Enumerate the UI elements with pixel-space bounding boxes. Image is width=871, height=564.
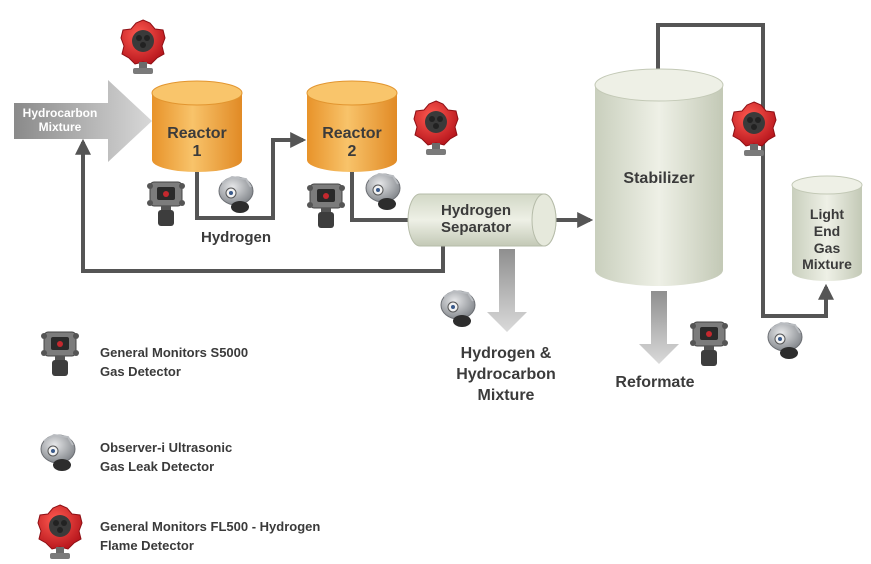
pipe-recycle-loop xyxy=(75,138,445,273)
reactor-1-label: Reactor 1 xyxy=(157,125,237,162)
light-end-tank xyxy=(791,175,863,281)
light-end-label-line1: Light xyxy=(809,206,845,222)
ultrasonic-detector-icon xyxy=(767,322,803,360)
legend-fl500-line1: General Monitors FL500 - Hydrogen xyxy=(100,519,321,534)
output-arrow-hydrocarbon xyxy=(487,249,527,332)
light-end-label-line3: Gas xyxy=(813,239,841,256)
pipe-reactor1-to-reactor2 xyxy=(195,132,307,220)
reformate-label: Reformate xyxy=(615,374,695,391)
stabilizer-label: Stabilizer xyxy=(623,170,695,187)
gas-detector-icon xyxy=(689,321,729,367)
output-arrow-reformate xyxy=(639,291,679,364)
reactor-2-label: Reactor 2 xyxy=(312,125,392,162)
legend-observer-line1: Observer-i Ultrasonic xyxy=(100,440,233,455)
legend-flame-detector-icon xyxy=(37,504,83,560)
legend-observer-line2: Gas Leak Detector xyxy=(100,458,215,474)
reactor-1 xyxy=(151,80,243,172)
legend-item-s5000: General Monitors S5000 Gas Detector xyxy=(100,344,248,382)
reactor-1-label-line2: 1 xyxy=(192,143,202,161)
light-end-label-line2: End xyxy=(813,222,841,239)
legend-item-observer: Observer-i Ultrasonic Gas Leak Detector xyxy=(100,439,232,477)
separator-label-line2: Separator xyxy=(440,219,512,237)
reactor-2 xyxy=(306,80,398,172)
legend-s5000-line2: Gas Detector xyxy=(100,363,181,379)
legend-ultrasonic-detector-icon xyxy=(40,434,76,472)
ultrasonic-detector-icon xyxy=(365,173,401,211)
reactor-2-label-line2: 2 xyxy=(347,143,357,161)
input-label: Hydrocarbon Mixture xyxy=(22,106,98,134)
reactor-2-label-line1: Reactor xyxy=(322,125,382,142)
gas-detector-icon xyxy=(306,183,346,229)
light-end-label-line4: Mixture xyxy=(802,256,852,273)
flame-detector-icon xyxy=(413,100,459,156)
gas-detector-icon xyxy=(146,181,186,227)
light-end-label: Light End Gas Mixture xyxy=(792,206,862,273)
legend-gas-detector-icon xyxy=(40,331,80,377)
stabilizer-vessel xyxy=(594,68,724,286)
pipe-stabilizer-overhead xyxy=(656,23,834,318)
flame-detector-icon xyxy=(120,19,166,75)
legend-s5000-line1: General Monitors S5000 xyxy=(100,345,249,360)
hydrogen-label: Hydrogen xyxy=(200,229,271,246)
ultrasonic-detector-icon xyxy=(218,176,254,214)
separator-label: Hydrogen Separator xyxy=(420,202,532,237)
hc-mixture-label-line1: Hydrogen & xyxy=(460,345,552,362)
hc-mixture-label-line2: Hydrocarbon xyxy=(456,365,556,383)
reactor-1-label-line1: Reactor xyxy=(167,125,227,142)
hydrogen-separator xyxy=(407,193,557,247)
flame-detector-icon xyxy=(731,101,777,157)
hc-mixture-label: Hydrogen & Hydrocarbon Mixture xyxy=(436,344,576,406)
separator-label-line1: Hydrogen xyxy=(440,202,511,219)
hc-mixture-label-line3: Mixture xyxy=(477,386,535,404)
input-arrow xyxy=(14,80,152,162)
legend-item-fl500: General Monitors FL500 - Hydrogen Flame … xyxy=(100,518,320,556)
ultrasonic-detector-icon xyxy=(440,290,476,328)
pipe-reactor2-to-separator xyxy=(350,172,409,222)
legend-fl500-line2: Flame Detector xyxy=(100,537,194,553)
flow-lines xyxy=(75,23,834,318)
